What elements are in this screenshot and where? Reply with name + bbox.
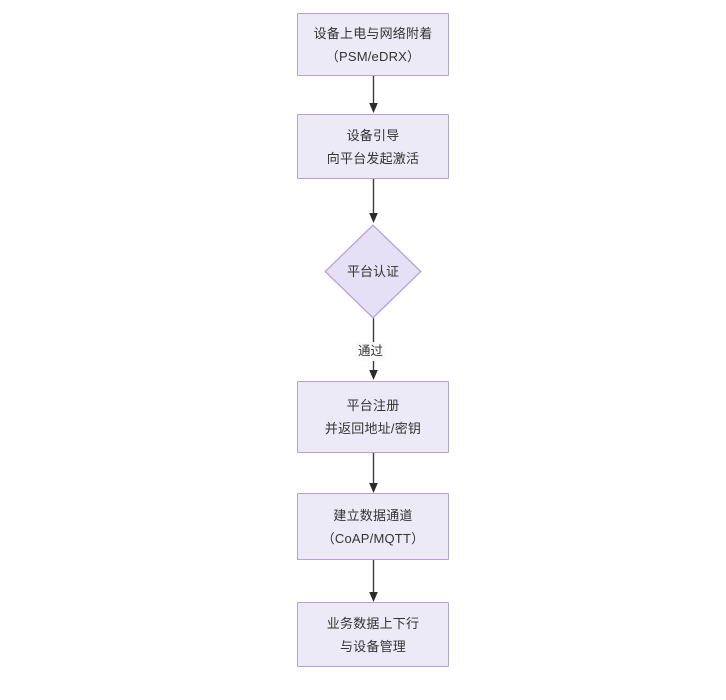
edge-platform-register-to-data-channel — [366, 453, 382, 494]
node-service-data-line1: 业务数据上下行 — [326, 615, 420, 631]
diamond-shape-icon — [324, 224, 422, 319]
node-platform-register-line2: 并返回地址/密钥 — [324, 421, 422, 436]
node-service-data-line2: 与设备管理 — [339, 638, 406, 654]
node-data-channel-line1: 建立数据通道 — [333, 507, 413, 523]
node-platform-auth-label: 平台认证 — [346, 264, 399, 279]
edge-power-on-to-bootstrap — [366, 75, 382, 115]
edge-bootstrap-to-platform-auth — [366, 178, 382, 224]
node-bootstrap-line1: 设备引导 — [346, 127, 400, 143]
node-power-on-line1: 设备上电与网络附着 — [313, 25, 433, 41]
node-power-on-line2: （PSM/eDRX） — [325, 48, 421, 64]
node-platform-auth[interactable]: 平台认证 — [324, 224, 422, 319]
node-platform-register[interactable]: 平台注册 并返回地址/密钥 — [297, 381, 449, 453]
node-bootstrap[interactable]: 设备引导 向平台发起激活 — [297, 114, 449, 179]
node-service-data[interactable]: 业务数据上下行 与设备管理 — [297, 602, 449, 667]
node-power-on[interactable]: 设备上电与网络附着 （PSM/eDRX） — [297, 13, 449, 76]
node-bootstrap-line2: 向平台发起激活 — [326, 150, 420, 166]
edge-label-pass: 通过 — [355, 342, 387, 361]
edge-data-channel-to-service-data — [366, 560, 382, 603]
node-data-channel[interactable]: 建立数据通道 （CoAP/MQTT） — [297, 493, 449, 560]
node-data-channel-line2: （CoAP/MQTT） — [321, 530, 425, 546]
node-platform-register-line1: 平台注册 — [346, 398, 400, 413]
